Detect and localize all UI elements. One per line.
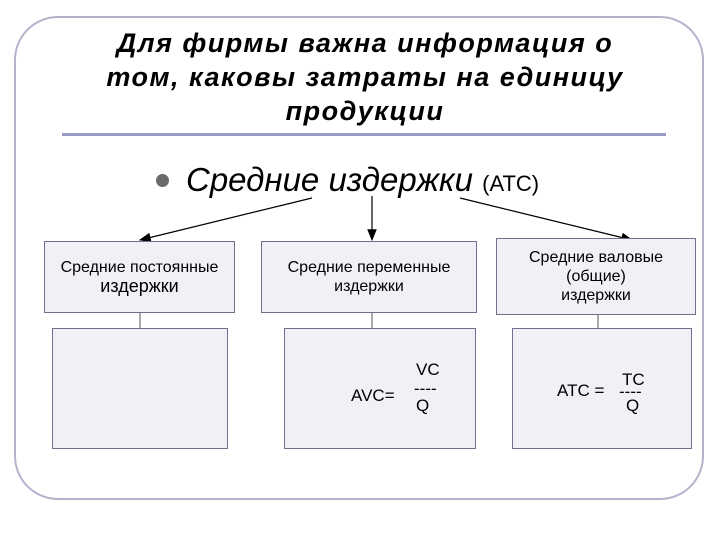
avc-lhs: AVC=	[351, 386, 395, 405]
box-total-line-2: (общие)	[566, 268, 626, 285]
box-average-fixed-costs: Средние постоянные издержки	[44, 241, 235, 313]
box-total-line-3: издержки	[561, 287, 631, 304]
title-divider	[62, 133, 666, 136]
avc-fraction-bar: ----	[414, 379, 437, 398]
box-fixed-line-1: Средние постоянные	[60, 259, 219, 276]
heading-abbr: (АТС)	[482, 171, 540, 196]
box-variable-line-2: издержки	[334, 278, 404, 295]
arrow-to-fixed	[138, 197, 313, 243]
title-line-1: Для фирмы важна информация о	[116, 28, 614, 58]
title-line-3: продукции	[285, 96, 445, 126]
slide-title: Для фирмы важна информация о том, каковы…	[60, 26, 670, 128]
box-total-line-1: Средние валовые	[529, 249, 663, 266]
arrow-to-total	[459, 197, 634, 243]
box-variable-line-1: Средние переменные	[287, 259, 451, 276]
atc-denominator: Q	[626, 396, 640, 415]
atc-fraction-bar: ----	[619, 382, 642, 401]
box-fixed-formula	[52, 328, 228, 449]
title-line-2: том, каковы затраты на единицу	[106, 62, 624, 92]
box-avc-formula: VC AVC= ---- Q	[284, 328, 476, 449]
atc-numerator: TC	[622, 370, 645, 389]
avc-denominator: Q	[416, 396, 430, 415]
box-average-variable-costs: Средние переменные издержки	[261, 241, 477, 313]
box-average-total-costs: Средние валовые (общие) издержки	[496, 238, 696, 315]
atc-lhs: ATC =	[557, 381, 605, 400]
bullet-icon	[156, 174, 169, 187]
avc-numerator: VC	[416, 360, 440, 379]
box-atc-formula: TC ATC = ---- Q	[512, 328, 692, 449]
heading-text: Средние издержки	[186, 161, 473, 198]
slide-frame	[14, 16, 704, 500]
main-heading: Средние издержки (АТС)	[186, 160, 539, 204]
box-fixed-line-2: издержки	[100, 276, 179, 296]
